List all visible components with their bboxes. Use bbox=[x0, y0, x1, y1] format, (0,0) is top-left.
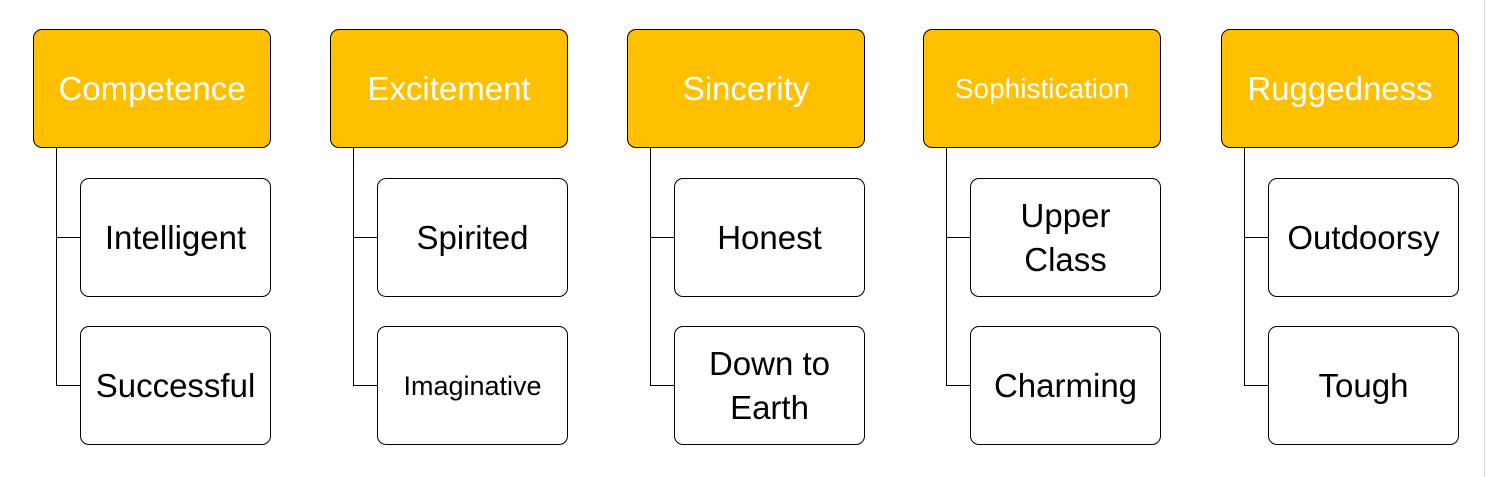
connector-branch bbox=[353, 385, 377, 386]
category-box-competence: Competence bbox=[33, 29, 271, 148]
connector-spine bbox=[946, 148, 947, 385]
category-box-sincerity: Sincerity bbox=[627, 29, 865, 148]
trait-box-upper-class: Upper Class bbox=[970, 178, 1161, 297]
connector-spine bbox=[650, 148, 651, 385]
category-box-sophistication: Sophistication bbox=[923, 29, 1161, 148]
connector-branch bbox=[946, 237, 970, 238]
trait-box-imaginative: Imaginative bbox=[377, 326, 568, 445]
connector-spine bbox=[1244, 148, 1245, 385]
connector-branch bbox=[650, 237, 674, 238]
trait-box-outdoorsy: Outdoorsy bbox=[1268, 178, 1459, 297]
connector-branch bbox=[1244, 385, 1268, 386]
connector-branch bbox=[946, 385, 970, 386]
trait-box-spirited: Spirited bbox=[377, 178, 568, 297]
trait-box-down-to-earth: Down to Earth bbox=[674, 326, 865, 445]
connector-branch bbox=[56, 237, 80, 238]
category-box-excitement: Excitement bbox=[330, 29, 568, 148]
connector-spine bbox=[56, 148, 57, 385]
connector-branch bbox=[56, 385, 80, 386]
trait-box-tough: Tough bbox=[1268, 326, 1459, 445]
trait-box-successful: Successful bbox=[80, 326, 271, 445]
category-box-ruggedness: Ruggedness bbox=[1221, 29, 1459, 148]
connector-branch bbox=[1244, 237, 1268, 238]
connector-spine bbox=[353, 148, 354, 385]
trait-box-intelligent: Intelligent bbox=[80, 178, 271, 297]
trait-box-honest: Honest bbox=[674, 178, 865, 297]
connector-branch bbox=[353, 237, 377, 238]
right-edge-divider bbox=[1484, 0, 1485, 477]
trait-box-charming: Charming bbox=[970, 326, 1161, 445]
connector-branch bbox=[650, 385, 674, 386]
